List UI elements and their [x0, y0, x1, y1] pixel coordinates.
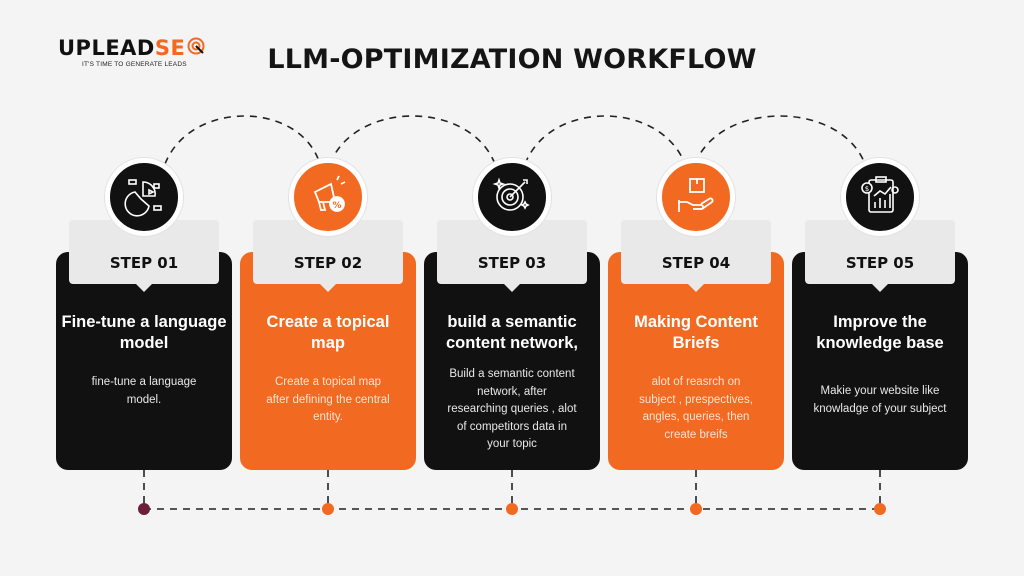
- step-description-4: alot of reasrch on subject , prespective…: [639, 376, 753, 441]
- svg-text:%: %: [332, 201, 341, 211]
- step-title-5: Improve the knowledge base: [816, 313, 944, 352]
- megaphone-icon: %: [305, 172, 351, 223]
- arc-connector-2: [329, 115, 496, 165]
- step-label-2: STEP 02: [293, 254, 363, 272]
- page-title: LLM-OPTIMIZATION WORKFLOW: [267, 44, 757, 75]
- step-title-4: Making Content Briefs: [634, 313, 758, 352]
- svg-text:$: $: [865, 185, 869, 193]
- step-icon-circle-3: [473, 158, 551, 236]
- brand-tagline: IT'S TIME TO GENERATE LEADS: [82, 61, 187, 68]
- arc-connector-3: [524, 115, 686, 165]
- step-title-1: Fine-tune a language model: [61, 313, 227, 352]
- pie-chart-icon: [121, 172, 167, 223]
- timeline-dot-1: [138, 503, 150, 515]
- step-label-5: STEP 05: [845, 254, 915, 272]
- timeline-dot-4: [690, 503, 702, 515]
- timeline-dot-3: [506, 503, 518, 515]
- step-icon-circle-4: [657, 158, 735, 236]
- arc-connector-1: [164, 115, 321, 165]
- step-title-2: Create a topical map: [266, 313, 390, 352]
- step-description-2: Create a topical map after defining the …: [266, 376, 390, 423]
- step-label-3: STEP 03: [477, 254, 547, 272]
- timeline-dot-5: [874, 503, 886, 515]
- brand-name-part2: SE: [154, 36, 186, 60]
- report-chart-icon: $: [857, 172, 903, 223]
- arc-connector-4: [694, 115, 866, 165]
- step-label-1: STEP 01: [109, 254, 179, 272]
- hand-box-icon: [673, 172, 719, 223]
- brand-name-part1: UPLEAD: [58, 36, 155, 60]
- target-icon: [187, 36, 205, 60]
- step-title-3: build a semantic content network,: [445, 313, 578, 352]
- step-description-3: Build a semantic content network, after …: [447, 368, 577, 450]
- target-icon: [489, 172, 535, 223]
- step-description-1: fine-tune a language model.: [91, 376, 197, 406]
- step-icon-circle-5: $: [841, 158, 919, 236]
- step-icon-circle-1: [105, 158, 183, 236]
- step-description-5: Makie your website like knowladge of you…: [813, 385, 947, 415]
- step-label-4: STEP 04: [661, 254, 731, 272]
- timeline-dot-2: [322, 503, 334, 515]
- step-icon-circle-2: %: [289, 158, 367, 236]
